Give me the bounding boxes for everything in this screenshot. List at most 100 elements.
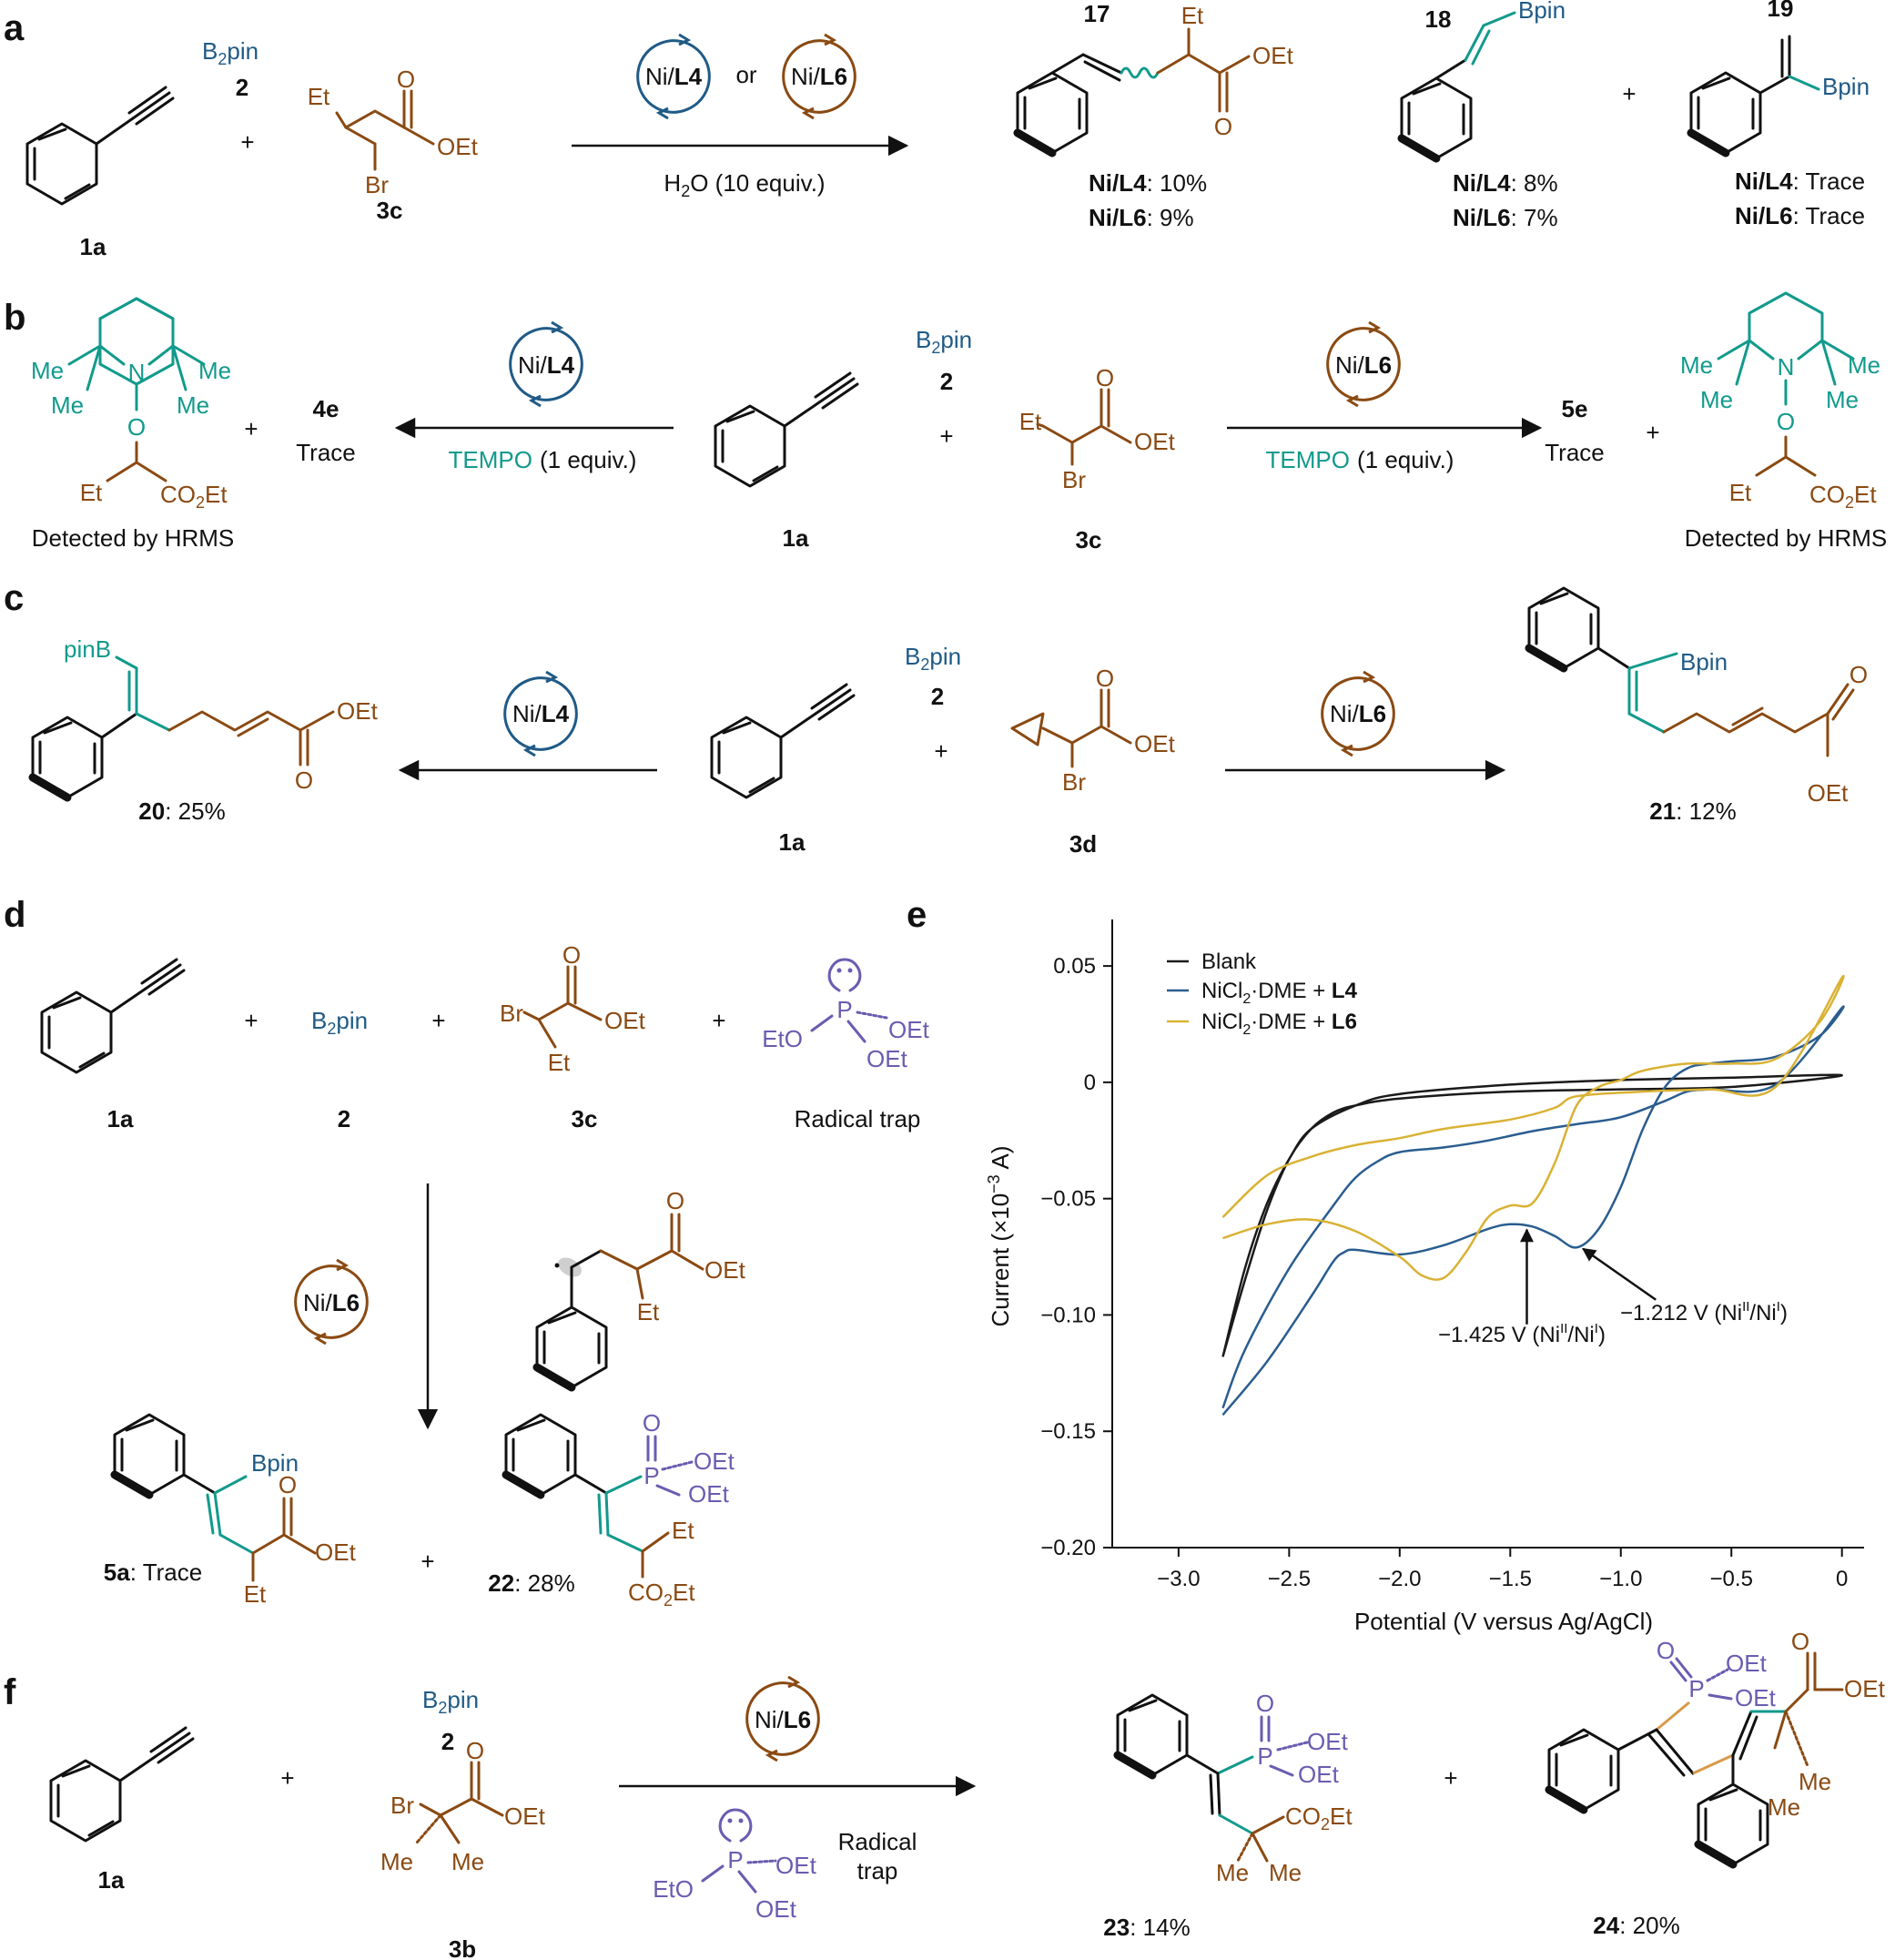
bromide-3c-d: Br O OEt Et 3c (500, 941, 646, 1132)
yield18-l4: Ni/L4: 8% (1453, 169, 1558, 197)
svg-text:Et: Et (672, 1517, 694, 1544)
cat-l6-a: Ni/L6 (791, 63, 847, 90)
label-3b: 3b (449, 1935, 476, 1960)
annotations: −1.425 V (NiII/NiI) −1.212 V (NiII/NiI) (1438, 1228, 1788, 1347)
tempo-left: TEMPO(1 equiv.) (449, 446, 637, 473)
svg-text:Me: Me (1700, 386, 1733, 413)
y-tick-label: 0.05 (1053, 954, 1096, 979)
label-4e: 4e (313, 395, 339, 422)
plus-b1: + (244, 415, 258, 442)
svg-text:Me: Me (1826, 386, 1859, 413)
svg-text:O: O (1777, 408, 1795, 435)
svg-text:OEt: OEt (437, 133, 479, 160)
trace-right: Trace (1545, 439, 1605, 466)
yield-23: 23: 14% (1103, 1914, 1190, 1941)
svg-text:Et: Et (308, 83, 330, 110)
svg-text:OEt: OEt (688, 1480, 730, 1508)
label-3c-b: 3c (1076, 526, 1102, 553)
panel-a: 1a B2pin 2 + O OEt Et Br 3c Ni/L4 or Ni/… (25, 0, 1870, 260)
phenylacetylene-1a-f: 1a (49, 1726, 195, 1894)
series-line-1 (1221, 1005, 1845, 1417)
svg-text:Et: Et (1729, 479, 1752, 506)
label-3c-d: 3c (572, 1105, 598, 1132)
svg-text:Br: Br (390, 1792, 414, 1819)
condition-a: H2O (10 equiv.) (664, 169, 825, 200)
tempo-adduct-left: N Me Me Me Me O Et CO2Et Detected by HRM… (31, 297, 235, 552)
svg-text:OEt: OEt (1298, 1761, 1340, 1788)
cat-c-right: Ni/L6 (1330, 700, 1386, 727)
panel-d: 1a + B2pin 2 + Br O OEt Et 3c + P EtO OE… (40, 941, 930, 1610)
label-2-f: 2 (441, 1728, 454, 1755)
svg-text:OEt: OEt (1307, 1728, 1349, 1755)
svg-text:pinB: pinB (64, 635, 111, 663)
y-tick-label: 0 (1084, 1071, 1096, 1095)
b2pin2-d: B2pin (311, 1007, 368, 1038)
y-tick-label: −0.10 (1040, 1303, 1096, 1327)
svg-text:OEt: OEt (315, 1539, 357, 1566)
svg-text:Me: Me (1768, 1793, 1800, 1821)
x-tick-label: 0 (1836, 1567, 1848, 1591)
series-line-0 (1221, 1073, 1843, 1357)
yield-5a: 5a: Trace (104, 1559, 202, 1586)
svg-text:P: P (1688, 1675, 1704, 1702)
label-1a-b: 1a (783, 524, 809, 552)
detected-left: Detected by HRMS (32, 524, 235, 552)
plus-c: + (934, 737, 948, 765)
svg-text:Me: Me (31, 357, 64, 384)
trap-f: trap (857, 1857, 898, 1884)
label-1a: 1a (80, 233, 106, 260)
svg-text:OEt: OEt (1735, 1684, 1777, 1711)
svg-text:OEt: OEt (775, 1852, 817, 1879)
cat-c-left: Ni/L4 (512, 700, 570, 727)
phosphite-trap-d: P EtO OEt OEt Radical trap (762, 958, 930, 1132)
svg-text:OEt: OEt (1808, 779, 1849, 807)
svg-text:OEt: OEt (604, 1007, 646, 1034)
yield17-l6: Ni/L6: 9% (1089, 204, 1194, 231)
svg-text:OEt: OEt (1134, 428, 1176, 455)
svg-text:OEt: OEt (1844, 1675, 1886, 1702)
svg-text:O: O (466, 1737, 484, 1764)
svg-text:Br: Br (500, 1000, 523, 1027)
b2pin2-c: B2pin (905, 643, 961, 674)
panel-c: pinB O OEt 20: 25% Ni/L4 1a B2pin 2 + O … (33, 588, 1868, 858)
product-21: Bpin O OEt 21: 12% (1529, 588, 1868, 825)
plus-a2: + (1622, 80, 1636, 107)
plus-d4: + (421, 1548, 434, 1575)
product-5a: Bpin O OEt Et 5a: Trace (104, 1415, 357, 1608)
plus-a1: + (240, 128, 254, 156)
product-19: Bpin 19 Ni/L4: Trace Ni/L6: Trace (1691, 0, 1870, 229)
x-tick-label: −3.0 (1157, 1567, 1200, 1591)
x-tick-label: −2.5 (1268, 1567, 1311, 1591)
svg-text:OEt: OEt (704, 1256, 746, 1284)
phenylacetylene-1a-b: 1a (714, 371, 859, 552)
svg-text:Br: Br (1062, 768, 1086, 796)
svg-text:EtO: EtO (653, 1875, 694, 1903)
svg-text:Me: Me (1216, 1859, 1249, 1886)
co2et-22: CO2Et (628, 1579, 695, 1610)
product-17: Et O OEt 17 Ni/L4: 10% Ni/L6: 9% (1018, 0, 1294, 231)
svg-text:Et: Et (244, 1580, 267, 1608)
yield18-l6: Ni/L6: 7% (1453, 204, 1558, 231)
svg-text:Me: Me (380, 1848, 413, 1875)
b2pin2-b: B2pin (916, 326, 972, 357)
svg-text:OEt: OEt (694, 1447, 735, 1475)
svg-text:OEt: OEt (1134, 730, 1176, 757)
label-17: 17 (1084, 0, 1110, 27)
label-2-c: 2 (931, 683, 944, 710)
svg-text:Me: Me (1269, 1859, 1302, 1886)
yield-21: 21: 12% (1649, 797, 1736, 825)
svg-text:O: O (562, 941, 581, 969)
phenylacetylene-1a-d: 1a (40, 958, 186, 1132)
phenylacetylene-1a: 1a (25, 86, 175, 260)
plus-d2: + (431, 1007, 445, 1034)
x-tick-label: −1.5 (1489, 1567, 1532, 1591)
b2pin2-a: B2pin (202, 37, 258, 68)
product-22: P O OEt OEt Et CO2Et 22: 28% (488, 1409, 735, 1610)
svg-text:O: O (1096, 665, 1114, 692)
yield-22: 22: 28% (488, 1569, 574, 1597)
svg-text:OEt: OEt (337, 697, 379, 725)
y-tick-label: −0.15 (1040, 1419, 1096, 1444)
panel-label-a: a (4, 8, 25, 48)
